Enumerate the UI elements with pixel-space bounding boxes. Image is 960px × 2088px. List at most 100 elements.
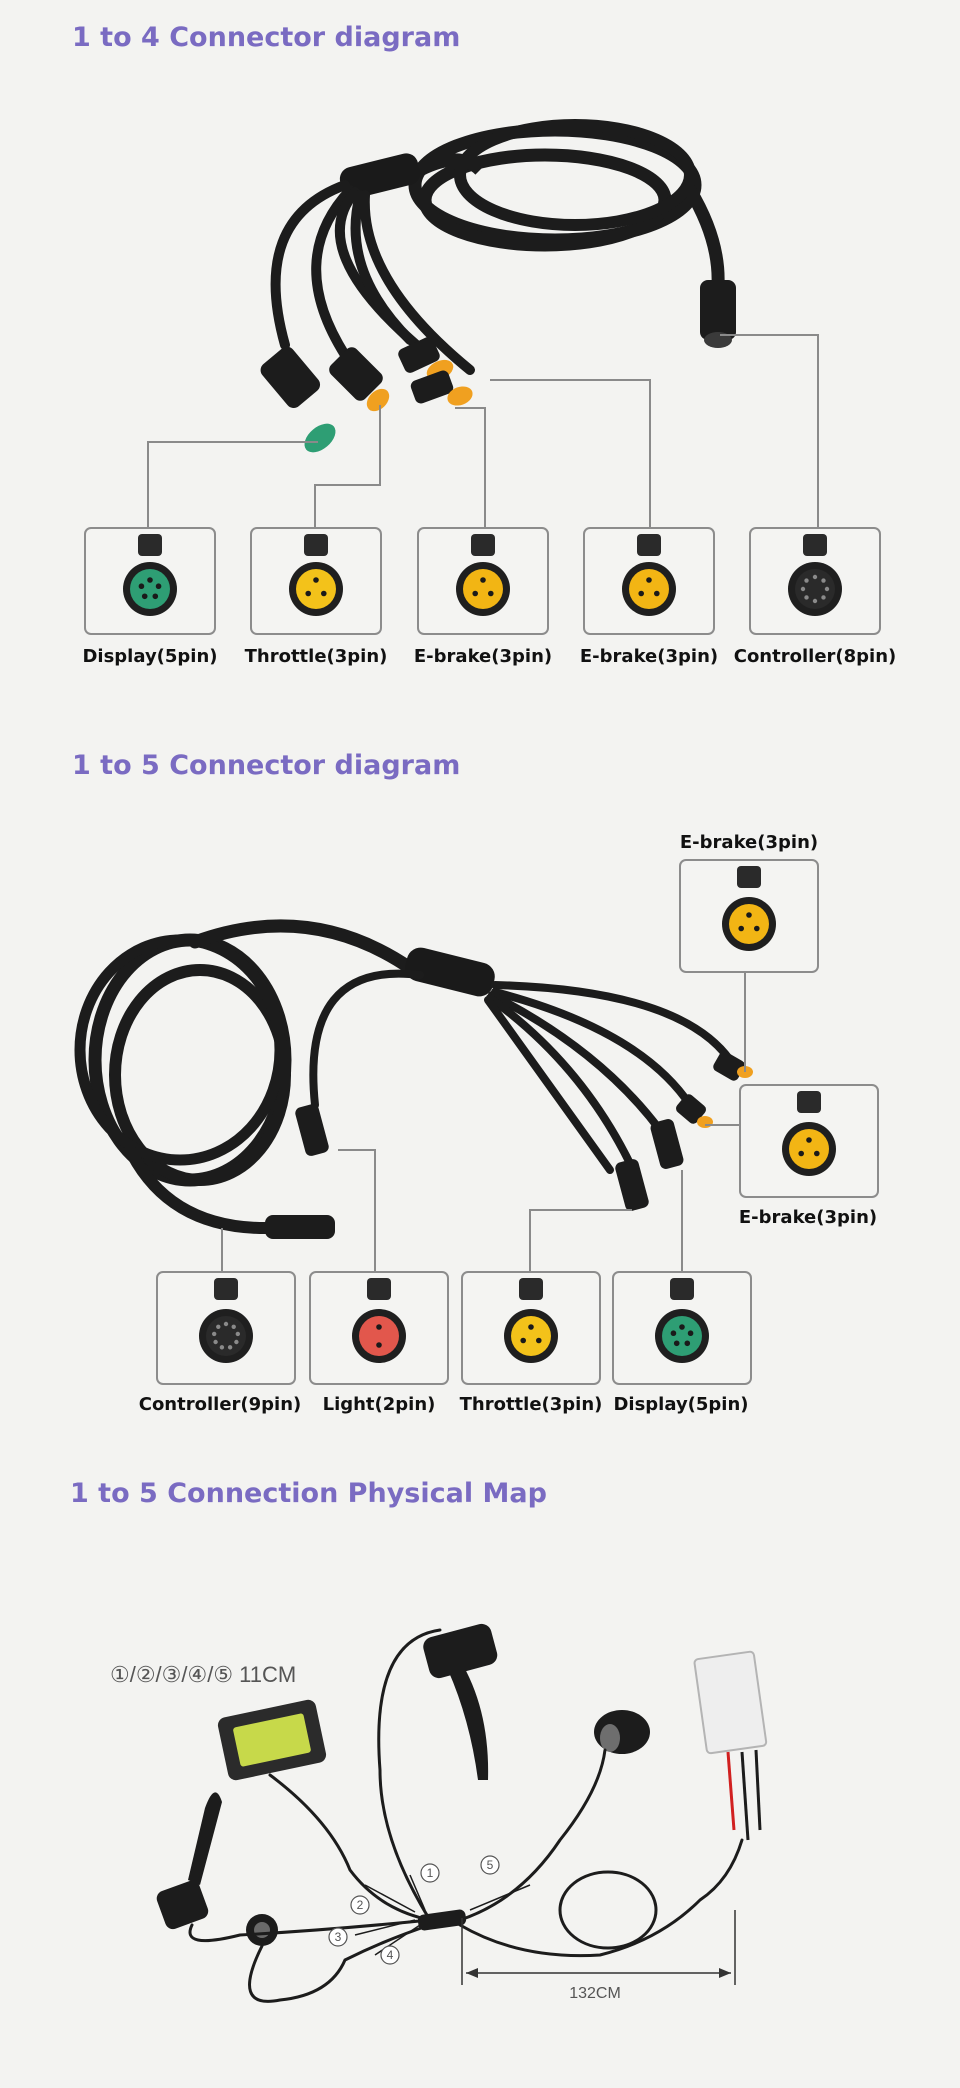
connector-pins	[798, 1137, 820, 1157]
connector-boxes-1to5: E-brake(3pin) E-brake(3pin) Controller(9pi…	[139, 832, 879, 1415]
connector-pins	[738, 912, 760, 932]
connector-pins	[800, 574, 830, 604]
marker-4: 4	[387, 1948, 394, 1962]
connector-pins	[472, 577, 494, 597]
pin-dot	[670, 1330, 677, 1337]
s1-connector-1: Throttle(3pin)	[245, 527, 388, 667]
connector-pins	[211, 1321, 241, 1350]
pin-dot	[234, 1339, 239, 1345]
connector-label: Throttle(3pin)	[245, 646, 388, 667]
pin-dot	[804, 595, 809, 600]
pin-dot	[152, 593, 159, 600]
connector-pins	[670, 1324, 694, 1347]
connector-label: Controller(9pin)	[139, 1394, 302, 1415]
pin-dot	[235, 1331, 241, 1337]
connector-boxes-1to4: Display(5pin) Throttle(3pin) E-brake(3pin)…	[82, 527, 897, 667]
connector-cable-icon	[803, 534, 827, 556]
pin-dot	[219, 1345, 225, 1350]
pin-dot	[213, 1339, 218, 1345]
s1-connector-3: E-brake(3pin)	[580, 527, 718, 667]
pin-dot	[798, 1150, 805, 1157]
connector-face-icon	[296, 569, 336, 609]
pin-dot	[211, 1331, 217, 1337]
connector-cable-icon	[367, 1278, 391, 1300]
connector-cable-icon	[797, 1091, 821, 1113]
pin-dot	[812, 574, 818, 580]
connector-face-icon	[359, 1316, 399, 1356]
pin-dot	[800, 586, 806, 592]
pin-dot	[216, 1324, 221, 1330]
s1-connector-4: Controller(8pin)	[734, 527, 897, 667]
connector-pins	[520, 1324, 542, 1344]
connector-pins	[376, 1324, 382, 1348]
pin-dot	[487, 590, 494, 597]
connector-pins	[138, 577, 162, 600]
section-title-physical-map: 1 to 5 Connection Physical Map	[70, 1478, 547, 1509]
hub-splitter	[417, 1909, 467, 1931]
splitter-body-1to4	[339, 153, 485, 199]
s2-connector-0: E-brake(3pin)	[679, 832, 819, 973]
branch-arrows	[354, 1874, 531, 1956]
connector-cable-icon	[471, 534, 495, 556]
branch-plugs-1to5	[265, 1051, 753, 1239]
connector-face-icon	[511, 1316, 551, 1356]
branch-cables-1to4	[270, 180, 475, 375]
pin-dot	[147, 577, 153, 583]
connector-label: E-brake(3pin)	[739, 1207, 877, 1228]
headlight-icon	[594, 1710, 650, 1754]
pin-dot	[812, 598, 818, 604]
connector-face-icon	[463, 569, 503, 609]
pin-dot	[824, 586, 830, 592]
connector-label: E-brake(3pin)	[580, 646, 718, 667]
pin-dot	[155, 583, 162, 590]
pin-dot	[806, 1137, 812, 1143]
throttle-icon	[246, 1914, 278, 1946]
connector-label: Throttle(3pin)	[460, 1394, 603, 1415]
marker-2: 2	[357, 1898, 364, 1912]
s2-connector-2: Controller(9pin)	[139, 1271, 302, 1415]
main-length-label: 132CM	[569, 1985, 621, 2002]
connector-pins	[305, 577, 327, 597]
pin-dot	[320, 590, 327, 597]
physical-map: ①/②/③/④/⑤ 11CM	[110, 1623, 768, 2003]
connector-face-icon	[629, 569, 669, 609]
connector-cable-icon	[214, 1278, 238, 1300]
connector-cable-icon	[519, 1278, 543, 1300]
leader-lines-1to4	[147, 334, 819, 528]
branch-length-label: ①/②/③/④/⑤ 11CM	[110, 1662, 296, 1687]
left-brake-lever-icon	[156, 1792, 222, 1930]
pin-dot	[231, 1324, 236, 1330]
pin-dot	[528, 1324, 534, 1330]
connector-cable-icon	[737, 866, 761, 888]
connector-face-icon	[662, 1316, 702, 1356]
pin-dot	[804, 578, 809, 583]
connector-label: Controller(8pin)	[734, 646, 897, 667]
cable-coil-1to4	[408, 119, 725, 292]
connector-label: Display(5pin)	[82, 646, 217, 667]
pin-dot	[141, 593, 148, 600]
section-title-1to5: 1 to 5 Connector diagram	[72, 750, 461, 781]
section-title-1to4: 1 to 4 Connector diagram	[72, 22, 461, 53]
pin-dot	[376, 1342, 382, 1348]
pin-dot	[738, 925, 745, 932]
s1-connector-2: E-brake(3pin)	[414, 527, 552, 667]
connector-face-icon	[206, 1316, 246, 1356]
diagram-1to5: E-brake(3pin) E-brake(3pin) Controller(9pi…	[74, 832, 879, 1415]
pin-dot	[673, 1340, 680, 1347]
connector-face-icon	[789, 1129, 829, 1169]
branch-markers: 1 2 3 4 5	[328, 1855, 500, 1965]
pin-dot	[227, 1345, 233, 1350]
connector-pins	[638, 577, 660, 597]
s2-connector-3: Light(2pin)	[309, 1271, 449, 1415]
cable-coil-1to5	[74, 919, 417, 1235]
pin-dot	[679, 1324, 685, 1330]
connector-label: E-brake(3pin)	[680, 832, 818, 853]
connector-face-icon	[729, 904, 769, 944]
pin-dot	[813, 1150, 820, 1157]
physical-cables	[188, 1628, 744, 2003]
pin-dot	[535, 1337, 542, 1344]
pin-dot	[376, 1324, 382, 1330]
main-cable-loop	[558, 1870, 658, 1950]
pin-dot	[313, 577, 319, 583]
connector-cable-icon	[637, 534, 661, 556]
